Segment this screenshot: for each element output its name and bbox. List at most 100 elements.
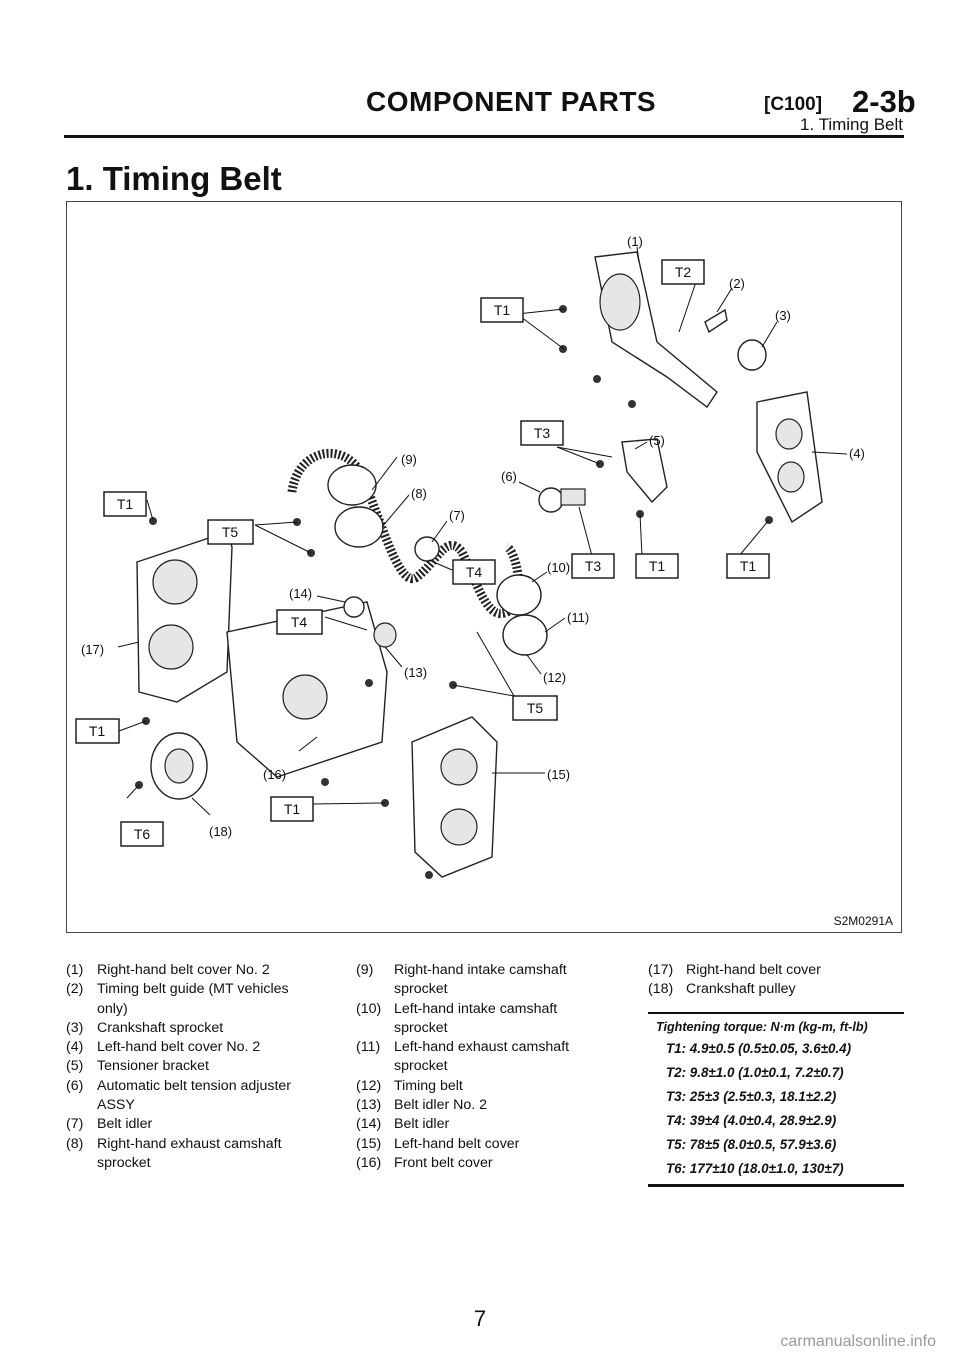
item-number: (13) — [356, 1097, 382, 1114]
torque-tag-label: T6 — [134, 826, 151, 842]
item-text: Belt idler — [394, 1116, 450, 1133]
callout: (1) — [627, 234, 643, 249]
leader-line — [811, 451, 848, 455]
timing-belt — [287, 448, 524, 618]
leader-line — [531, 571, 548, 583]
torque-tag-label: T1 — [740, 558, 757, 574]
torque-tag — [661, 259, 705, 285]
crankshaft-sprocket — [737, 339, 767, 371]
torque-tag — [480, 297, 524, 323]
parts-list-item: (10) Left-hand intake camshaft sprocket — [356, 1000, 606, 1039]
torque-tag-label: T1 — [494, 302, 511, 318]
leader-line — [371, 456, 398, 491]
bolts — [135, 305, 773, 879]
parts-list-item: (9)Right-hand intake camshaft sprocket — [356, 961, 606, 1000]
parts-list-item: (6)Automatic belt tension adjuster ASSY — [66, 1077, 316, 1116]
adjuster-body — [560, 488, 586, 506]
torque-tag-label: T1 — [284, 801, 301, 817]
parts-list-item: (4) Left-hand belt cover No. 2 — [66, 1038, 316, 1057]
parts-list-item: (1)Right-hand belt cover No. 2 — [66, 961, 316, 980]
bolt — [425, 871, 433, 879]
torque-tag-label: T3 — [534, 425, 551, 441]
callout: (12) — [543, 670, 566, 685]
item-number: (18) — [648, 981, 674, 998]
item-text: Crankshaft sprocket — [97, 1019, 224, 1036]
parts-list-item: (8)Right-hand exhaust camshaft sprocket — [66, 1135, 316, 1174]
item-number: (11) — [356, 1039, 381, 1056]
leader-line — [556, 446, 601, 465]
cover-opening — [777, 461, 805, 493]
rh-intake-camshaft-sprocket — [327, 464, 377, 506]
parts-list-col1: (1)Right-hand belt cover No. 2(2)Timing … — [66, 961, 316, 1173]
callout: (11) — [567, 610, 589, 625]
item-text: Left-hand belt cover — [394, 1135, 520, 1152]
item-text: Belt idler — [97, 1116, 153, 1133]
belt-idler-no2 — [373, 622, 397, 648]
leader-line — [476, 631, 515, 697]
cover-opening — [599, 273, 641, 331]
cover-opening — [282, 674, 328, 720]
parts-list-item: (14)Belt idler — [356, 1115, 606, 1134]
bolt — [365, 679, 373, 687]
item-text: Left-hand intake camshaft sprocket — [394, 1000, 558, 1036]
item-number: (10) — [356, 1000, 382, 1017]
item-number: (4) — [66, 1039, 84, 1056]
item-text: Tensioner bracket — [97, 1058, 209, 1075]
parts-list-item: (13) Belt idler No. 2 — [356, 1096, 606, 1115]
parts-list-col2: (9)Right-hand intake camshaft sprocket(1… — [356, 961, 606, 1173]
torque-row: T3: 25±3 (2.5±0.3, 18.1±2.2) — [666, 1089, 837, 1104]
parts-list-item: (3) Crankshaft sprocket — [66, 1019, 316, 1038]
torque-tag-label: T1 — [649, 558, 666, 574]
item-number: (15) — [356, 1135, 382, 1152]
lh-exhaust-camshaft-sprocket — [502, 614, 548, 656]
torque-tag — [75, 718, 120, 744]
item-number: (3) — [66, 1019, 84, 1036]
item-text: Belt idler No. 2 — [394, 1097, 488, 1114]
cover-opening — [152, 559, 198, 605]
callout: (8) — [411, 486, 427, 501]
tensioner-bracket — [621, 438, 668, 504]
item-text: Right-hand belt cover — [686, 962, 821, 978]
item-number: (5) — [66, 1058, 84, 1075]
callout: (16) — [263, 767, 286, 782]
leader-lines — [117, 246, 848, 816]
leader-line — [191, 797, 211, 816]
torque-tag-label: T5 — [222, 524, 239, 540]
watermark: carmanualsonline.info — [780, 1333, 936, 1350]
bolt — [149, 517, 157, 525]
torque-tag — [207, 519, 254, 545]
callout: (7) — [449, 508, 465, 523]
timing-belt-guide — [704, 308, 728, 334]
item-text: Left-hand belt cover No. 2 — [97, 1039, 261, 1056]
item-text: Right-hand intake camshaft sprocket — [394, 962, 567, 998]
leader-line — [117, 641, 140, 648]
item-text: Crankshaft pulley — [686, 981, 796, 998]
leader-line — [634, 441, 648, 450]
torque-heading: Tightening torque: N·m (kg-m, ft-lb) — [656, 1020, 868, 1034]
torque-tag — [635, 553, 679, 579]
rh-belt-cover — [136, 531, 233, 703]
torque-row: T5: 78±5 (8.0±0.5, 57.9±3.6) — [666, 1137, 837, 1152]
belt-idler-14 — [343, 596, 365, 618]
callout: (14) — [289, 586, 312, 601]
leader-line — [384, 646, 403, 668]
leader-line — [544, 617, 566, 633]
header-title: COMPONENT PARTS — [366, 86, 657, 117]
item-number: (16) — [356, 1154, 382, 1171]
parts-list-col3: (17)Right-hand belt cover(18)Crankshaft … — [648, 961, 908, 1000]
callout: (15) — [547, 767, 570, 782]
torque-row: T4: 39±4 (4.0±0.4, 28.9±2.9) — [666, 1113, 837, 1128]
leader-line — [578, 506, 593, 557]
header-code: [C100] — [764, 94, 823, 115]
leader-line — [518, 481, 541, 493]
torque-tag — [726, 553, 770, 579]
leader-line — [324, 616, 368, 631]
torque-tag — [452, 559, 496, 585]
item-number: (12) — [356, 1077, 382, 1094]
leader-line — [556, 446, 613, 458]
item-text: Front belt cover — [394, 1154, 493, 1171]
callout: (3) — [775, 308, 791, 323]
parts-list-item: (2)Timing belt guide (MT vehicles only) — [66, 980, 316, 1019]
leader-line — [516, 313, 565, 350]
leader-line — [738, 519, 770, 557]
